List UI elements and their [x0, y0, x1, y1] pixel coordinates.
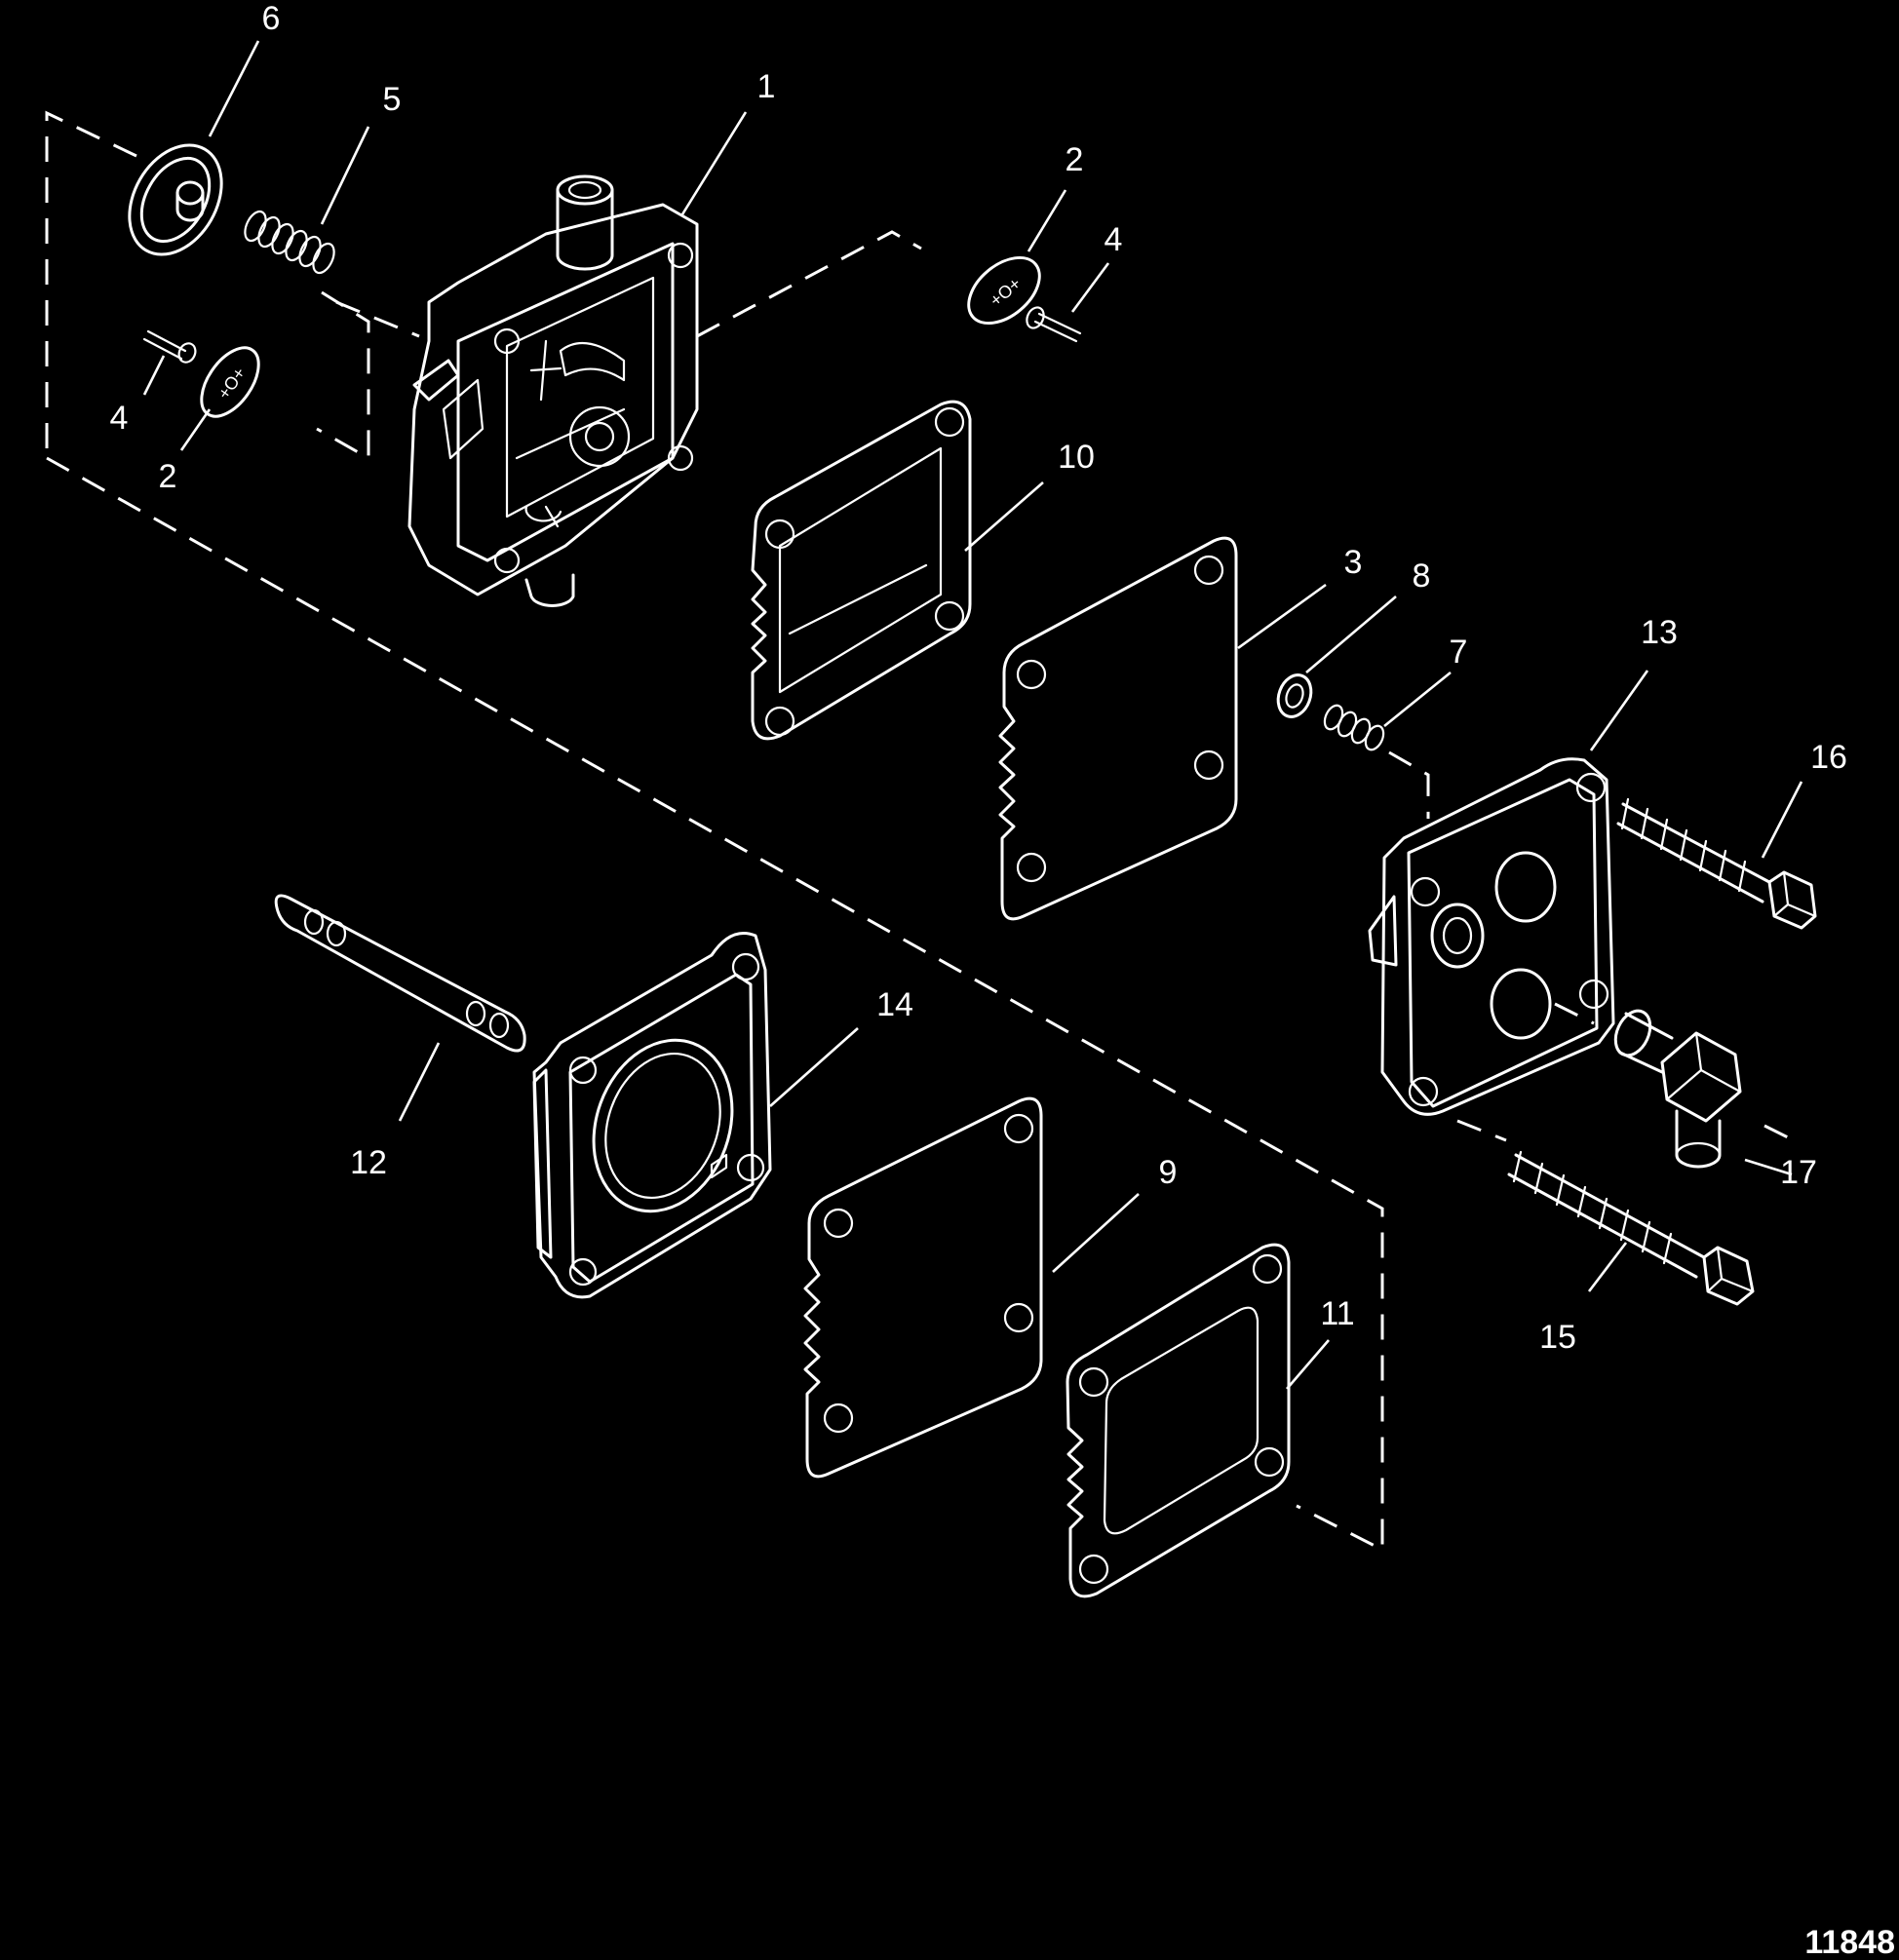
- leader-12: [398, 1042, 441, 1122]
- part-13-cover: [1368, 757, 1615, 1116]
- callout-4-right: 4: [1105, 221, 1123, 258]
- callout-8: 8: [1413, 557, 1431, 595]
- svg-text:+O+: +O+: [986, 274, 1025, 311]
- callout-15: 15: [1539, 1319, 1576, 1356]
- leader-14: [769, 1027, 859, 1107]
- part-9-diaphragm: [803, 1096, 1043, 1479]
- part-11-gasket: [1066, 1243, 1291, 1598]
- leader-3: [1237, 583, 1327, 650]
- callout-12: 12: [350, 1144, 387, 1181]
- leader-8: [1305, 596, 1397, 673]
- leader-2-left: [179, 408, 212, 451]
- part-6-cap: [128, 143, 223, 256]
- callout-17: 17: [1780, 1154, 1817, 1191]
- part-5-spring: [244, 210, 335, 275]
- callout-6: 6: [262, 0, 281, 37]
- leader-2-right: [1027, 189, 1067, 252]
- leader-lines: [142, 40, 1803, 1390]
- callout-1: 1: [757, 68, 776, 105]
- leader-10: [964, 481, 1044, 552]
- leader-1: [680, 111, 748, 215]
- part-4-pin-left: [142, 329, 197, 364]
- callout-16: 16: [1810, 739, 1847, 776]
- callout-3: 3: [1344, 544, 1363, 581]
- part-14-pump-base: [532, 932, 772, 1299]
- leader-16: [1761, 781, 1803, 859]
- callout-9: 9: [1159, 1154, 1178, 1191]
- leader-9: [1052, 1193, 1140, 1273]
- part-16-bolt: [1616, 797, 1817, 930]
- leader-17: [1744, 1158, 1793, 1176]
- leader-4-left: [142, 355, 166, 396]
- callout-5: 5: [383, 81, 402, 118]
- leader-15: [1587, 1242, 1628, 1292]
- callout-10: 10: [1058, 439, 1095, 476]
- callout-labels: 6 5 1 2 4 4 2 10 3 8 7 13 16 14 12 17 9 …: [110, 0, 1847, 1356]
- callout-11: 11: [1320, 1295, 1354, 1332]
- callout-2-left: 2: [159, 458, 177, 495]
- leader-7: [1383, 671, 1452, 728]
- callout-7: 7: [1450, 634, 1468, 671]
- part-10-gasket: [751, 400, 972, 741]
- part-12-plate: [274, 894, 526, 1053]
- part-17-elbow-fitting: [1613, 1009, 1742, 1169]
- assembly-guide-lines: [45, 110, 1795, 1553]
- part-15-bolt: [1507, 1150, 1755, 1306]
- callout-4-left: 4: [110, 400, 129, 437]
- figure-number: 11848: [1804, 1924, 1895, 1960]
- callout-13: 13: [1641, 614, 1678, 651]
- part-8-washer: [1276, 673, 1313, 718]
- leader-5: [320, 126, 370, 225]
- callout-2-right: 2: [1066, 141, 1084, 178]
- part-1-pump-body: [407, 174, 699, 607]
- part-4-pin-right: [1026, 306, 1082, 343]
- leader-11: [1286, 1339, 1330, 1390]
- part-7-spring: [1323, 704, 1385, 751]
- part-2-disc-left: +O+: [200, 346, 260, 418]
- leader-6: [208, 40, 260, 137]
- part-3-diaphragm: [998, 536, 1238, 921]
- leader-13: [1589, 670, 1649, 751]
- callout-14: 14: [876, 986, 913, 1023]
- leader-4-right: [1070, 262, 1110, 313]
